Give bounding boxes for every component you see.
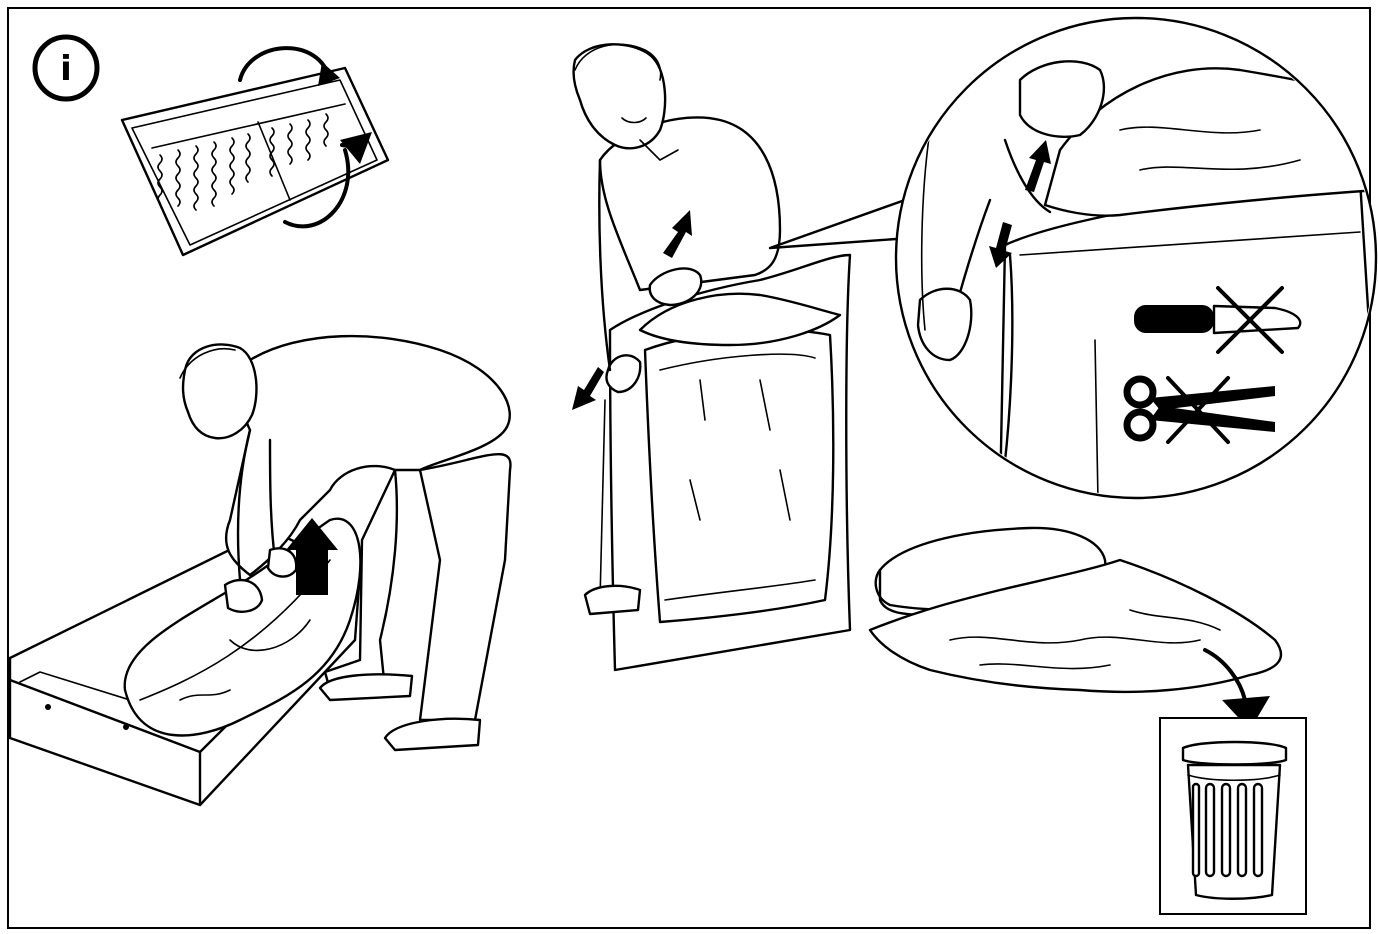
zoom-detail-bubble	[768, 16, 1378, 500]
no-scissors-icon	[1123, 375, 1275, 444]
peeling-cover-scene	[572, 43, 852, 672]
discarded-cover-scene	[868, 526, 1307, 915]
arrow-up-icon	[286, 518, 338, 595]
discard-arrow-icon	[1203, 648, 1270, 730]
arrow-up-icon	[1025, 140, 1051, 192]
arrow-up-icon	[663, 210, 692, 258]
bed-base-scene	[8, 334, 512, 807]
info-glyph: i	[60, 49, 72, 89]
arrow-down-icon	[989, 222, 1012, 268]
sheet-border	[7, 7, 1371, 929]
no-knife-icon	[1134, 286, 1302, 354]
arrow-down-icon	[572, 367, 604, 410]
rotate-frame-icon	[120, 46, 390, 257]
info-icon: i	[32, 34, 100, 102]
trash-bin-icon	[1159, 717, 1307, 915]
